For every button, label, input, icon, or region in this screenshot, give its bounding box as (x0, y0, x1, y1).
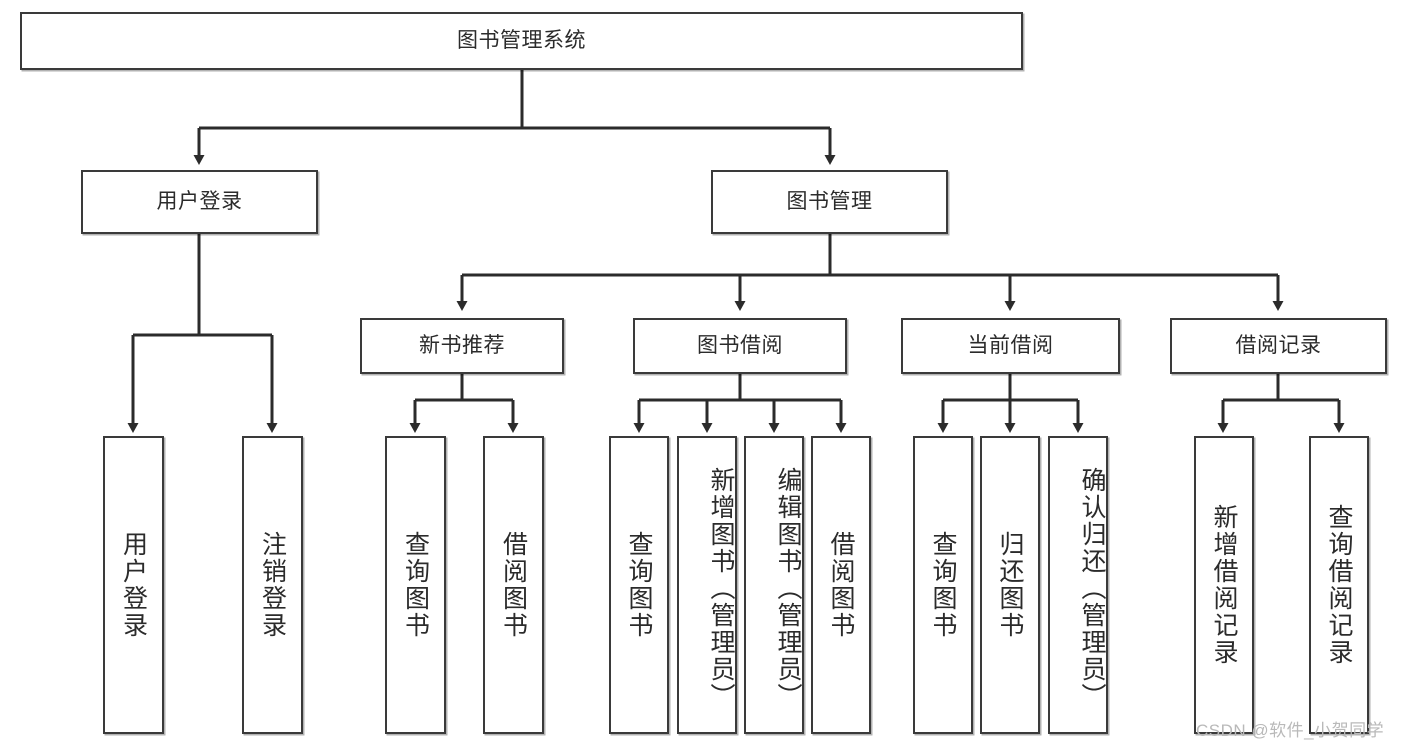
node-leaf-edit-book-admin-label: 编辑图书（管理员） (774, 466, 802, 710)
node-leaf-add-borrow-record[interactable]: 新增借阅记录 (1194, 436, 1254, 734)
node-leaf-user-login-label: 用户登录 (119, 531, 148, 639)
node-leaf-borrow-book-1[interactable]: 借阅图书 (483, 436, 544, 734)
node-new-book-recommend[interactable]: 新书推荐 (360, 318, 564, 374)
node-user-login-label: 用户登录 (156, 190, 243, 214)
node-leaf-return-book-label: 归还图书 (996, 531, 1024, 639)
node-book-manage[interactable]: 图书管理 (711, 170, 948, 234)
node-book-manage-label: 图书管理 (786, 190, 873, 214)
node-current-borrow[interactable]: 当前借阅 (901, 318, 1120, 374)
node-leaf-query-book-2[interactable]: 查询图书 (609, 436, 669, 734)
node-leaf-query-book-1-label: 查询图书 (401, 531, 430, 639)
node-leaf-query-book-1[interactable]: 查询图书 (385, 436, 446, 734)
node-leaf-confirm-return-admin-label: 确认归还（管理员） (1078, 466, 1106, 710)
node-leaf-query-book-3[interactable]: 查询图书 (913, 436, 973, 734)
node-leaf-borrow-book-2[interactable]: 借阅图书 (811, 436, 871, 734)
node-leaf-confirm-return-admin[interactable]: 确认归还（管理员） (1048, 436, 1108, 734)
node-leaf-add-borrow-record-label: 新增借阅记录 (1210, 504, 1238, 666)
node-root[interactable]: 图书管理系统 (20, 12, 1023, 70)
node-book-borrow[interactable]: 图书借阅 (633, 318, 847, 374)
node-leaf-query-borrow-record[interactable]: 查询借阅记录 (1309, 436, 1369, 734)
node-borrow-record[interactable]: 借阅记录 (1170, 318, 1387, 374)
node-leaf-query-book-3-label: 查询图书 (929, 531, 957, 639)
node-leaf-logout-login-label: 注销登录 (258, 531, 287, 639)
node-book-borrow-label: 图书借阅 (697, 334, 783, 358)
node-root-label: 图书管理系统 (457, 29, 586, 53)
node-leaf-return-book[interactable]: 归还图书 (980, 436, 1040, 734)
node-new-book-recommend-label: 新书推荐 (419, 334, 505, 358)
node-borrow-record-label: 借阅记录 (1235, 334, 1322, 358)
node-leaf-user-login[interactable]: 用户登录 (103, 436, 164, 734)
node-leaf-borrow-book-2-label: 借阅图书 (827, 531, 855, 639)
node-leaf-edit-book-admin[interactable]: 编辑图书（管理员） (744, 436, 804, 734)
node-leaf-borrow-book-1-label: 借阅图书 (499, 531, 528, 639)
node-user-login[interactable]: 用户登录 (81, 170, 318, 234)
node-leaf-add-book-admin[interactable]: 新增图书（管理员） (677, 436, 737, 734)
node-leaf-add-book-admin-label: 新增图书（管理员） (707, 466, 735, 710)
node-current-borrow-label: 当前借阅 (967, 334, 1054, 358)
node-leaf-query-borrow-record-label: 查询借阅记录 (1325, 504, 1353, 666)
node-leaf-query-book-2-label: 查询图书 (625, 531, 653, 639)
node-leaf-logout-login[interactable]: 注销登录 (242, 436, 303, 734)
